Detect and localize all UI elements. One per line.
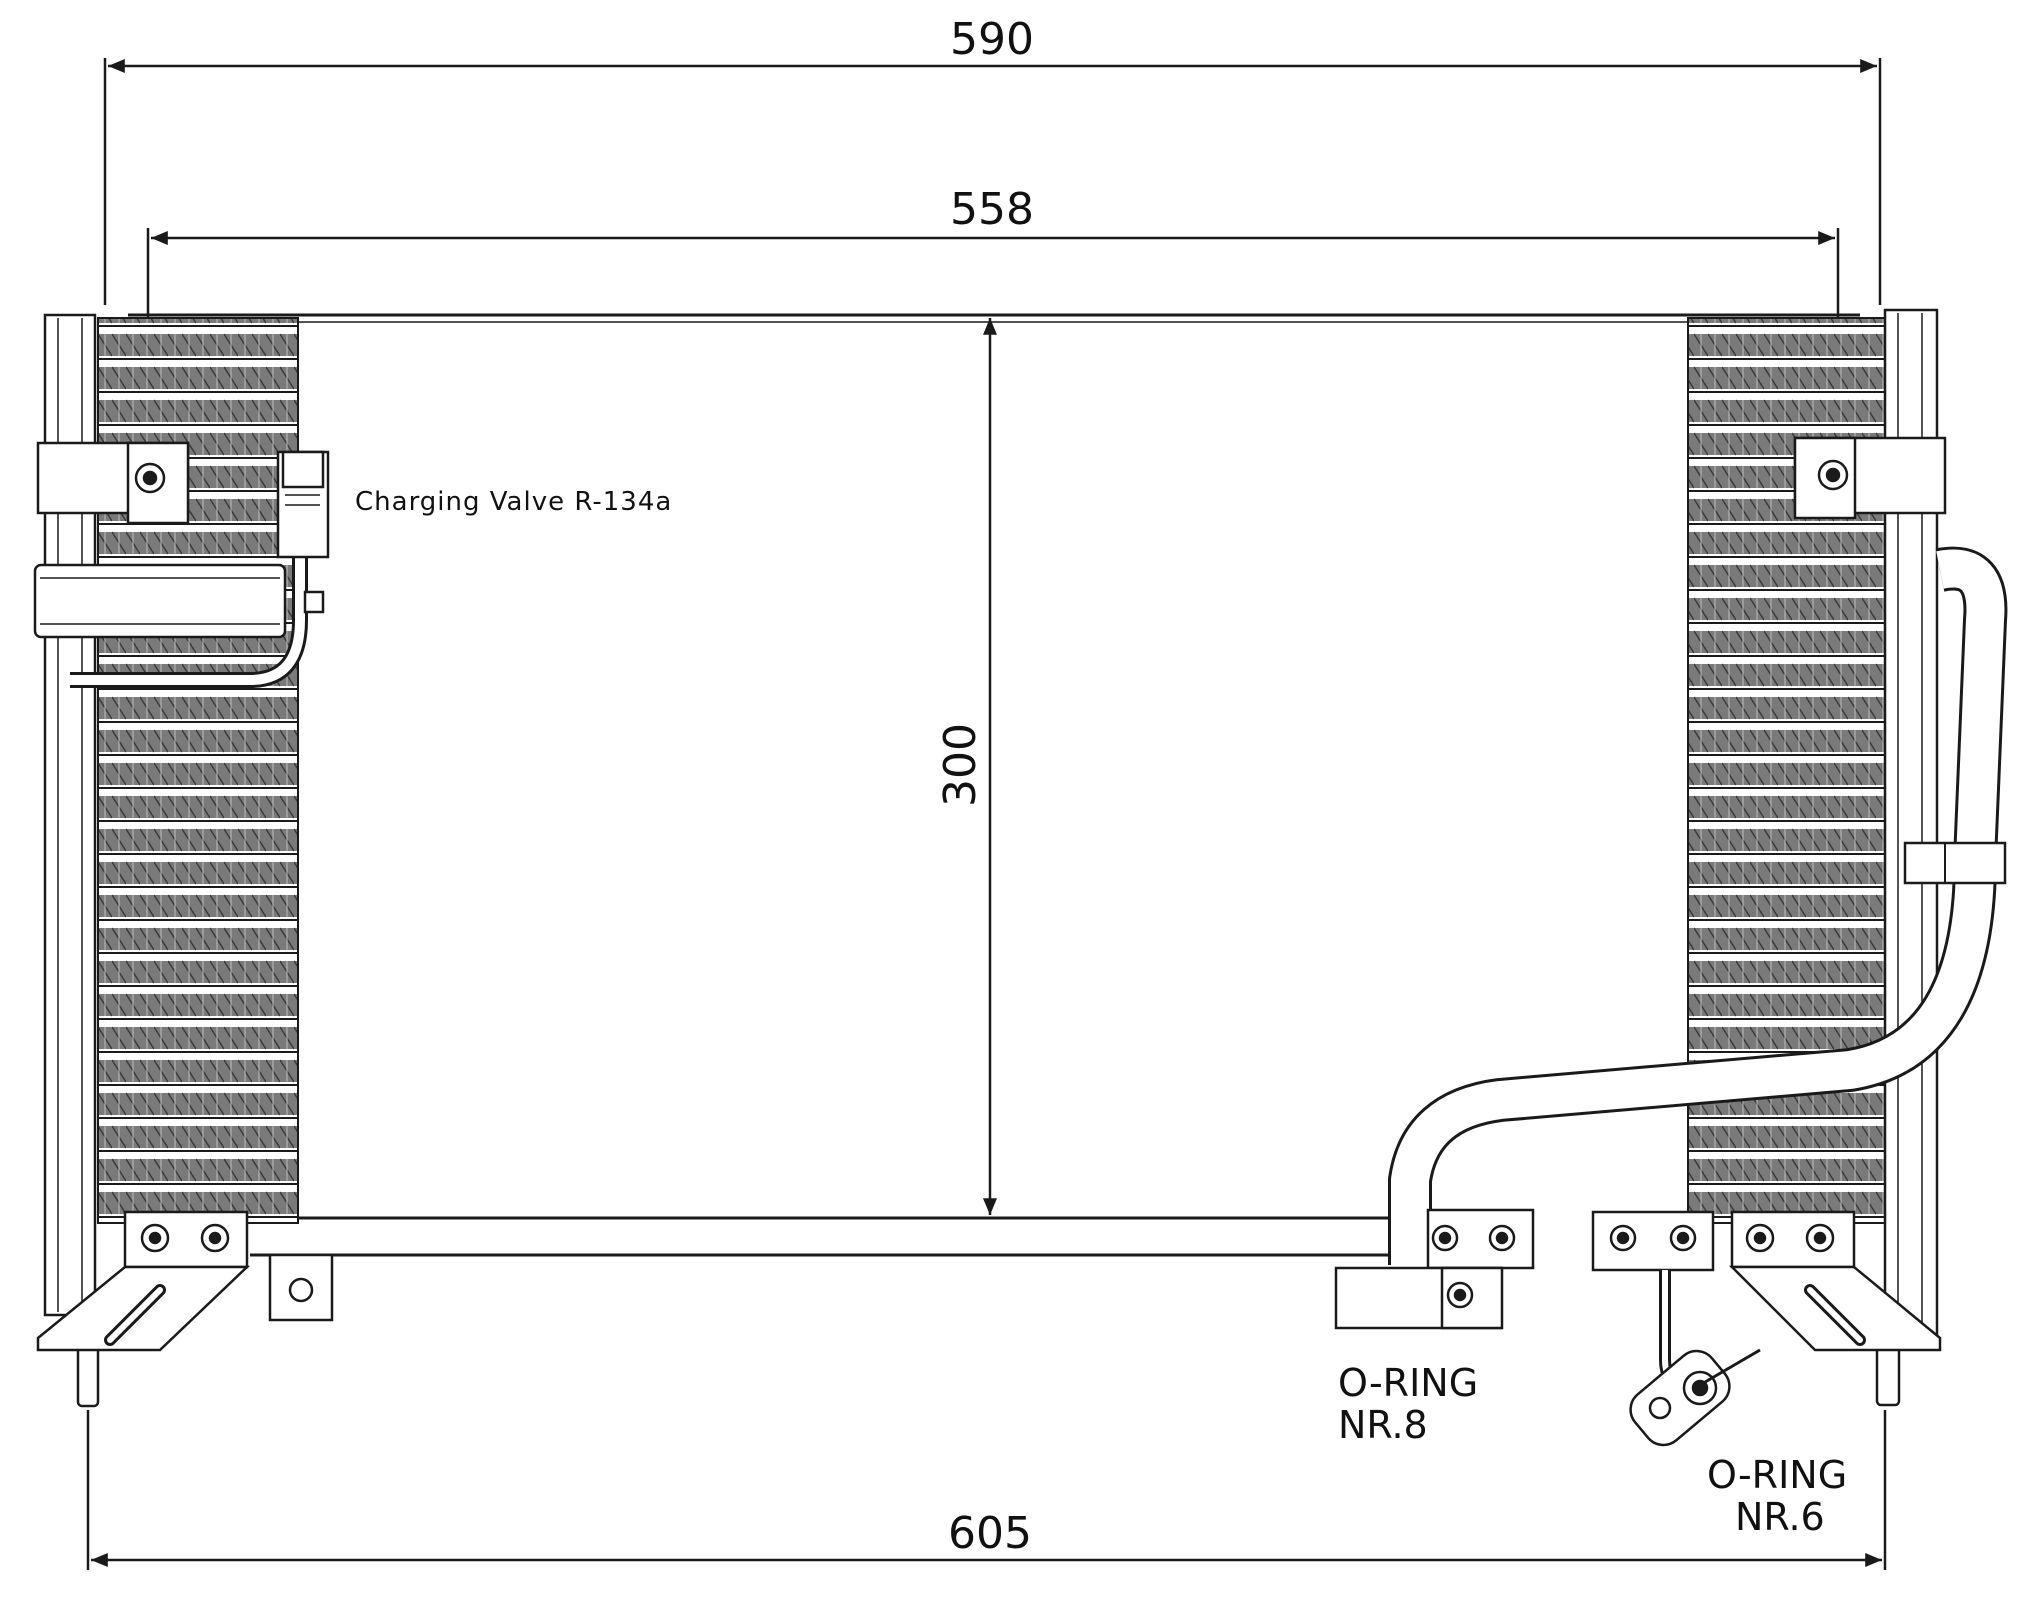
dimension-590 (103, 58, 1882, 305)
charging-valve (70, 450, 330, 688)
oring-nr6-label-line1: O-RING (1707, 1453, 1847, 1497)
fin-block-left (97, 317, 299, 1224)
outlet-fitting-nr6 (1591, 1210, 1731, 1447)
left-bottom-mount (36, 1210, 334, 1352)
left-strap-band (33, 563, 287, 639)
oring-nr8-label-line2: NR.8 (1338, 1403, 1428, 1447)
dimension-558 (146, 228, 1840, 320)
oring-nr6-label-line2: NR.6 (1735, 1495, 1825, 1539)
condenser-core (128, 313, 1860, 1257)
right-bottom-mount (1699, 1210, 1942, 1387)
right-upper-bracket (1793, 436, 1947, 520)
dimension-605-label: 605 (948, 1508, 1032, 1559)
left-upper-bracket (36, 441, 190, 525)
dimension-590-label: 590 (950, 14, 1034, 65)
dimension-605 (86, 1410, 1887, 1570)
charging-valve-label: Charging Valve R-134a (355, 487, 672, 517)
outlet-fitting-nr8 (1334, 1208, 1535, 1330)
dimension-300-label: 300 (935, 723, 986, 807)
dimension-558-label: 558 (950, 184, 1034, 235)
right-outlet-pipe (1388, 546, 2008, 1265)
oring-nr8-label-line1: O-RING (1338, 1361, 1478, 1405)
